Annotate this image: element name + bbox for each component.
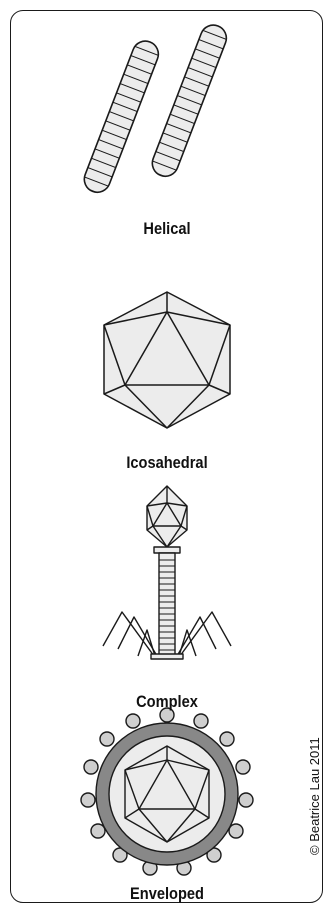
complex-virus-illustration bbox=[103, 486, 231, 659]
helical-rod-right bbox=[149, 21, 231, 180]
icosahedral-label: Icosahedral bbox=[23, 453, 310, 473]
enveloped-label: Enveloped bbox=[23, 884, 310, 904]
helical-rod-left bbox=[81, 37, 163, 196]
phage-collar bbox=[154, 547, 180, 553]
phage-tail-sheath bbox=[159, 553, 175, 655]
phage-base-plate bbox=[151, 654, 183, 659]
icosahedral-virus-illustration bbox=[104, 292, 230, 428]
helical-label: Helical bbox=[23, 219, 310, 239]
copyright-credit: © Beatrice Lau 2011 bbox=[307, 737, 322, 855]
phage-head bbox=[147, 486, 187, 547]
helical-virus-illustration bbox=[81, 21, 231, 196]
complex-label: Complex bbox=[23, 692, 310, 712]
enveloped-virus-illustration bbox=[81, 708, 253, 875]
